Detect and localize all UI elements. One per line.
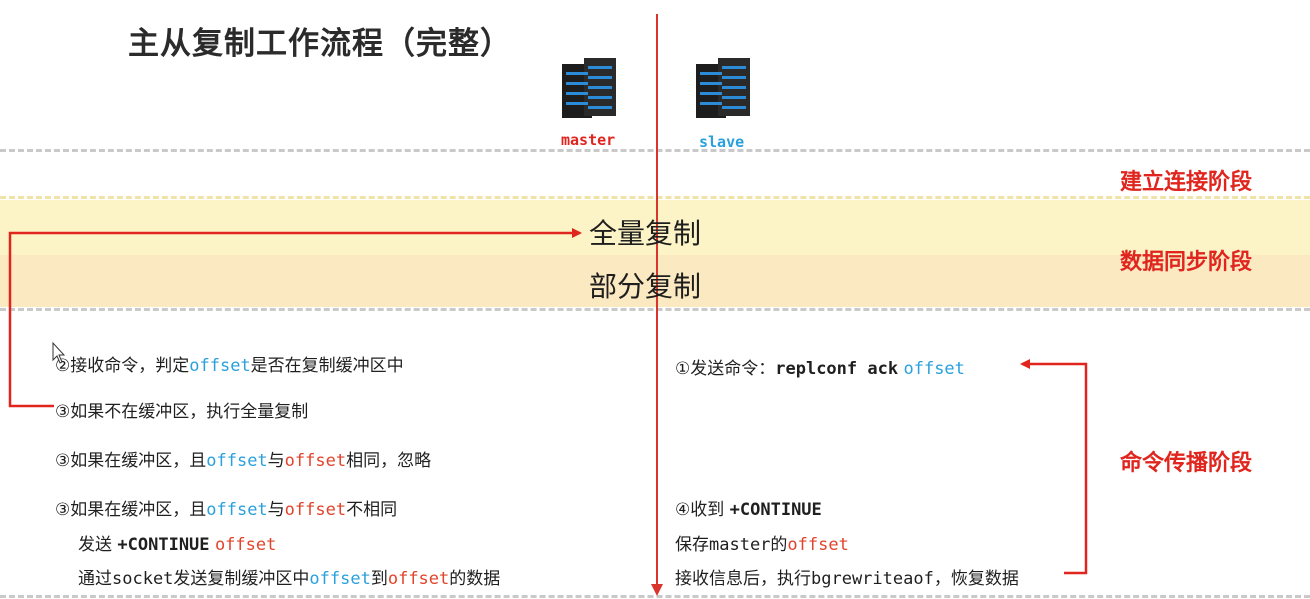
timeline-divider [656,14,658,586]
master-step-differ: ③如果在缓冲区，且offset与offset不相同 [55,500,398,520]
master-step-check-offset: ②接收命令，判定offset是否在复制缓冲区中 [55,356,404,376]
separator-sync-bottom [0,308,1310,311]
full-copy-band [0,200,1310,255]
arrow-to-ack [1020,359,1088,575]
master-step-full-copy: ③如果不在缓冲区，执行全量复制 [55,402,309,422]
master-step-send-buffer: 通过socket发送复制缓冲区中offset到offset的数据 [78,569,501,589]
stage-propagate: 命令传播阶段 [1119,451,1252,476]
slave-step-receive-continue: ④收到 +CONTINUE [675,500,822,520]
partial-copy-band [0,255,1310,307]
master-step-ignore: ③如果在缓冲区，且offset与offset相同，忽略 [55,451,432,471]
separator-bottom [0,595,1310,598]
master-server-icon [562,58,616,118]
separator-sync-top [0,196,1310,199]
stage-connect: 建立连接阶段 [1119,170,1252,195]
arrow-to-full-copy [8,228,582,408]
band-partial-copy: 部分复制 [589,270,702,303]
slave-step-send-ack: ①发送命令：replconf ack offset [675,359,965,379]
mouse-cursor-icon [52,341,66,364]
slave-label: slave [699,133,745,151]
timeline-arrowhead [651,584,663,596]
page-title: 主从复制工作流程（完整） [128,26,512,62]
slave-step-restore: 接收信息后，执行bgrewriteaof，恢复数据 [675,569,1019,589]
master-label: master [561,131,616,149]
slave-server-icon [696,58,750,118]
band-full-copy: 全量复制 [589,217,702,250]
slave-step-save-offset: 保存master的offset [675,535,849,555]
stage-sync: 数据同步阶段 [1119,250,1252,275]
master-step-send-continue: 发送 +CONTINUE offset [78,535,277,555]
separator-top [0,149,1310,152]
